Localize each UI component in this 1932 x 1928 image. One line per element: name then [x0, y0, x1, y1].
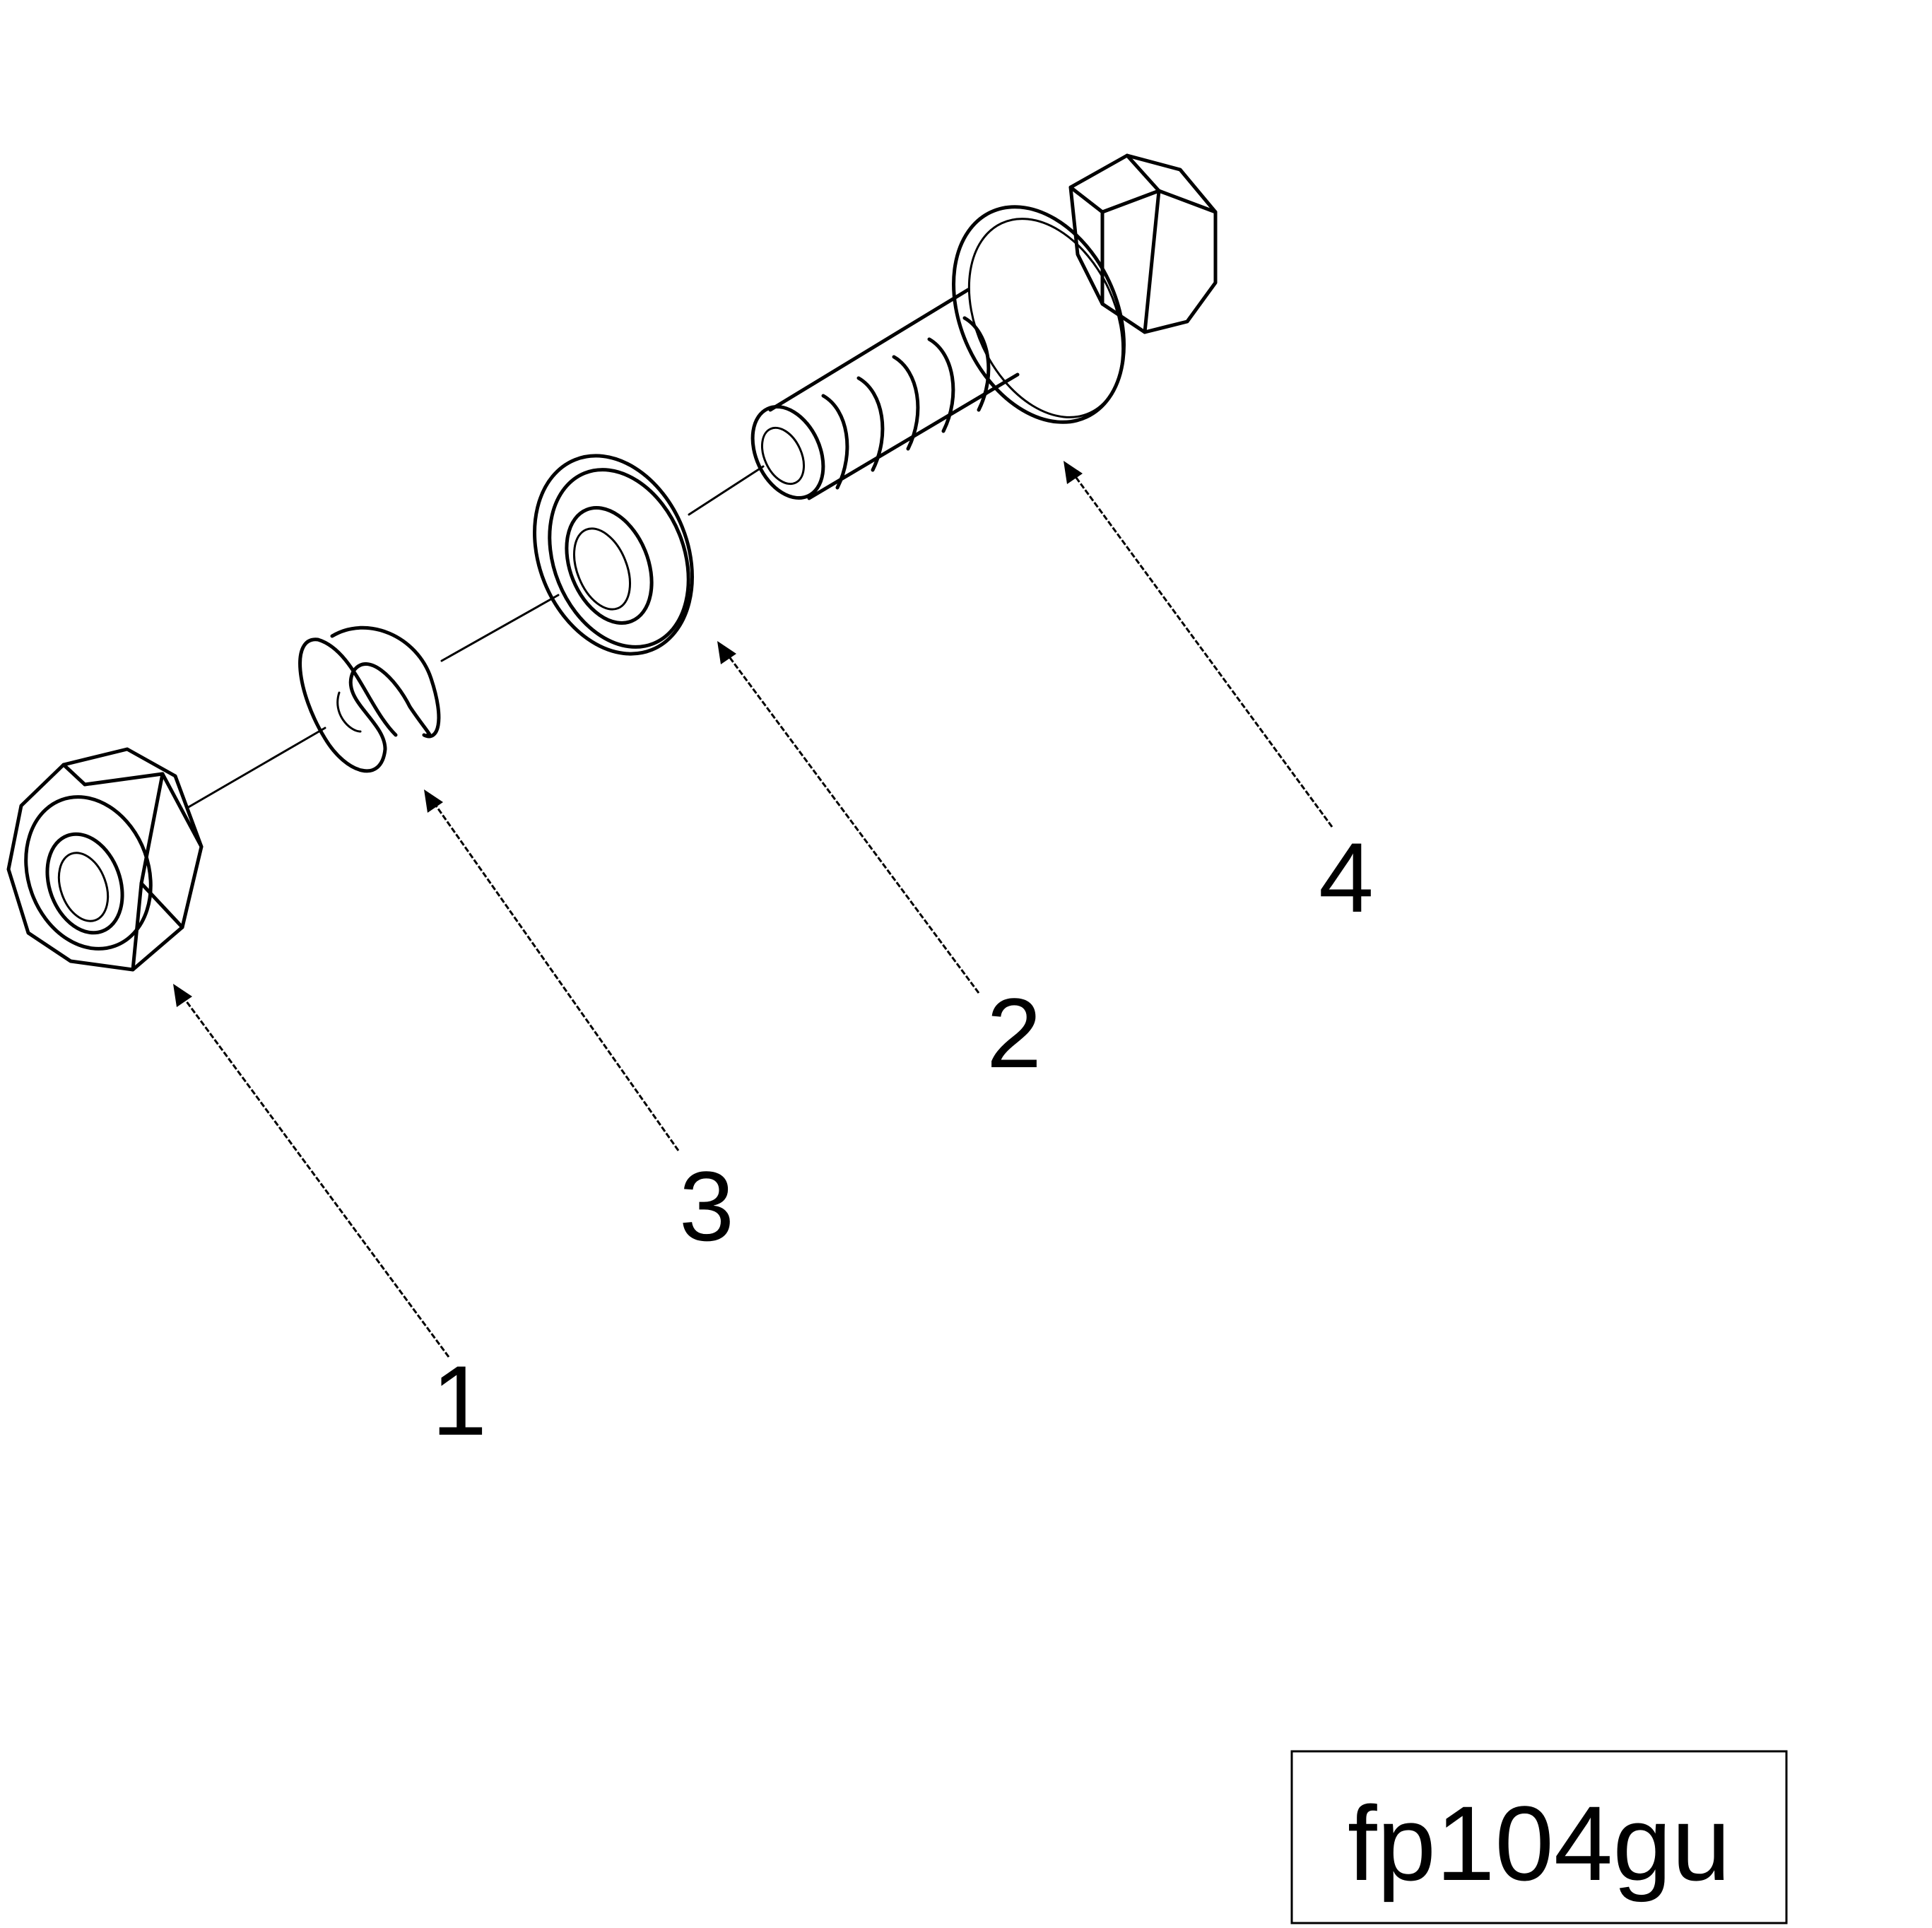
callout-4: 4	[1319, 822, 1374, 933]
assembly-centerline	[186, 465, 765, 809]
figure-id-label: fp104gu	[1348, 1784, 1731, 1903]
figure-id-box: fp104gu	[1290, 1750, 1788, 1924]
flat-washer-part	[533, 454, 694, 656]
leader-4	[1064, 461, 1333, 828]
hex-nut-part	[6, 747, 204, 972]
leader-2	[717, 641, 980, 994]
leader-1	[173, 984, 450, 1358]
bolt-part	[750, 153, 1218, 500]
callout-2: 2	[986, 977, 1042, 1088]
callout-1: 1	[432, 1345, 487, 1456]
callout-3: 3	[679, 1151, 734, 1262]
leader-3	[424, 789, 680, 1151]
lock-washer-part	[298, 625, 441, 773]
